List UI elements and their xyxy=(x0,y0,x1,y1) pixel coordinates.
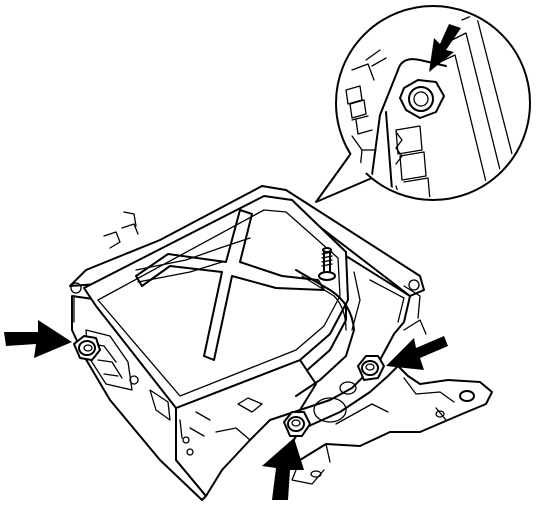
front-details xyxy=(189,381,357,441)
arrow-front xyxy=(262,438,304,500)
nut-front xyxy=(283,411,311,437)
lid-x-rib xyxy=(135,209,325,361)
arrow-right xyxy=(386,336,448,370)
nut-right xyxy=(357,355,385,381)
module-case xyxy=(69,185,427,501)
callout-nut xyxy=(399,79,445,119)
arrow-left xyxy=(4,320,72,358)
case-front-wall xyxy=(175,359,317,497)
detail-callout xyxy=(315,5,531,203)
rear-clips xyxy=(103,211,139,249)
harness-cable xyxy=(295,269,355,397)
right-side-details xyxy=(351,271,427,335)
callout-arrow xyxy=(429,24,461,72)
callout-detail-lines xyxy=(345,13,521,197)
nut-left xyxy=(73,335,101,361)
stud-bolt xyxy=(318,247,336,281)
